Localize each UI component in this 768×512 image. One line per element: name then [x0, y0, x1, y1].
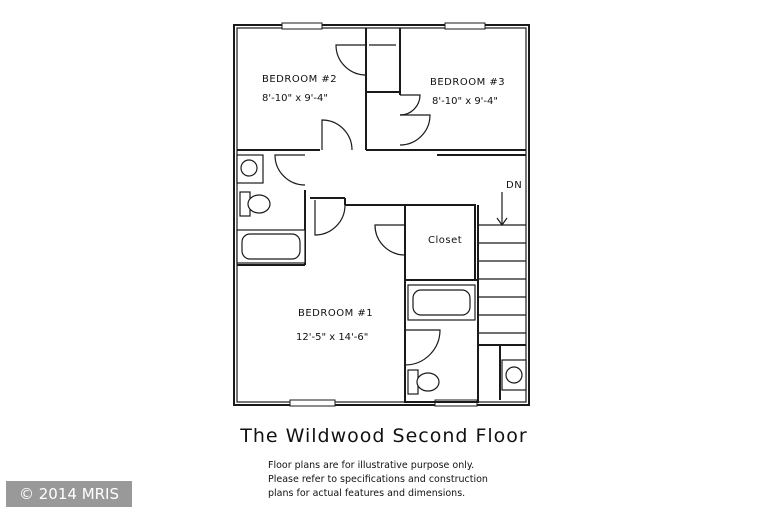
door-hall [274, 154, 306, 186]
bedroom3-label: BEDROOM #3 [430, 77, 506, 88]
door-bedroom2-entry [321, 119, 353, 151]
bedroom2-dims: 8'-10" x 9'-4" [262, 93, 329, 104]
disclaimer-line-2: Please refer to specifications and const… [268, 474, 488, 485]
bedroom3-dims: 8'-10" x 9'-4" [432, 96, 499, 107]
door-bedroom3 [399, 114, 431, 146]
door-bedroom2 [335, 44, 367, 76]
bedroom2-label: BEDROOM #2 [262, 74, 338, 85]
disclaimer-line-3: plans for actual features and dimensions… [268, 488, 466, 499]
stair-treads [478, 224, 526, 334]
stairs-down-label: DN [506, 180, 523, 191]
door-closet [374, 224, 406, 256]
closet-label: Closet [428, 235, 463, 246]
master-bath-walls [404, 279, 479, 403]
door-bedroom1 [314, 200, 346, 236]
window-bedroom2 [281, 22, 323, 30]
plan-title: The Wildwood Second Floor [240, 425, 528, 447]
window-bedroom3 [444, 22, 486, 30]
disclaimer-line-1: Floor plans are for illustrative purpose… [268, 460, 475, 471]
copyright-watermark: © 2014 MRIS [6, 481, 132, 507]
door-master-bath [404, 329, 441, 366]
door-closet-upper [399, 94, 421, 116]
exterior-wall [233, 24, 530, 406]
bedroom1-dims: 12'-5" x 14'-6" [296, 332, 369, 343]
bedroom1-label: BEDROOM #1 [298, 308, 374, 319]
window-bedroom1 [289, 399, 336, 407]
